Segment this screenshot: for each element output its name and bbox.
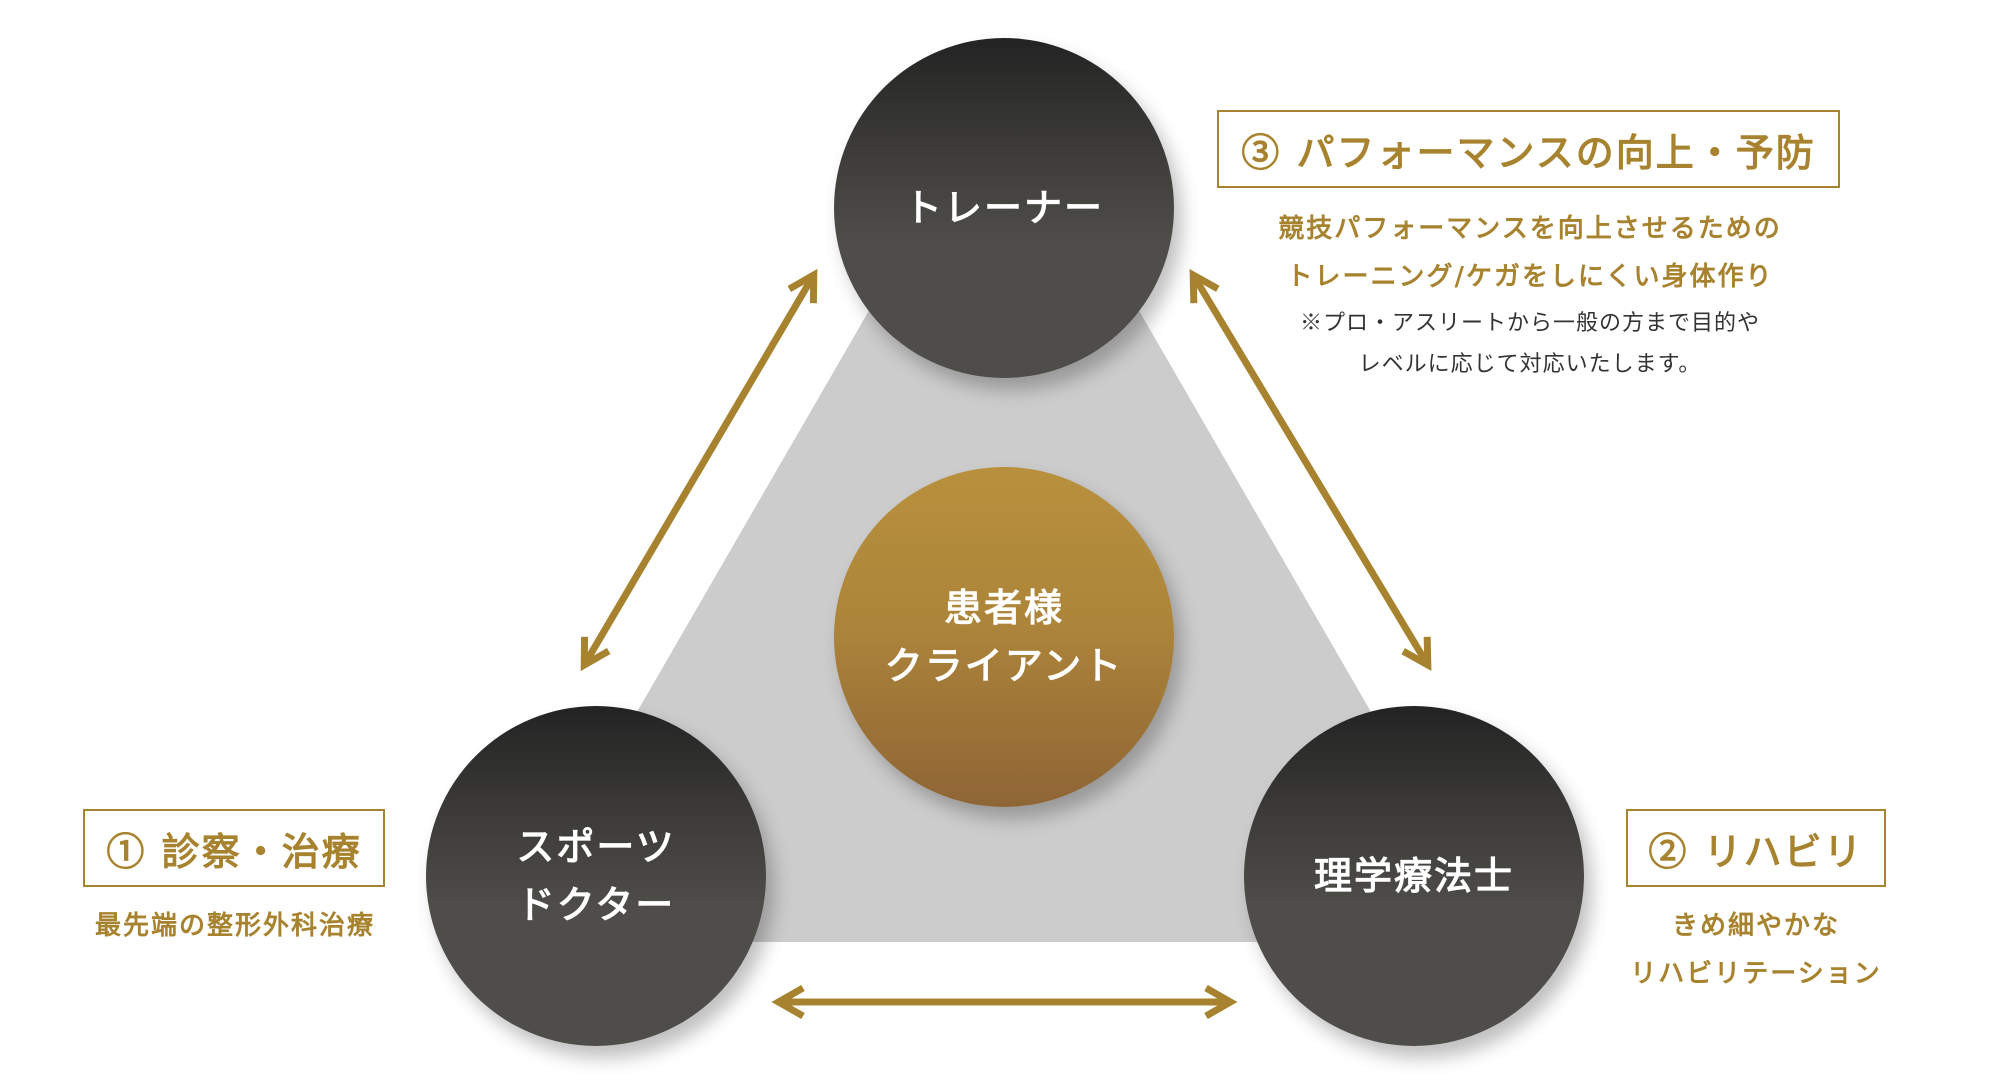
section-2-line-1: きめ細やかな: [1671, 911, 1841, 941]
section-2-line-2: リハビリテーション: [1630, 959, 1882, 989]
node-client-label-2: クライアント: [884, 643, 1124, 688]
section-2-title-box: ② リハビリ: [1626, 809, 1886, 887]
node-trainer: トレーナー: [834, 38, 1174, 378]
node-therapist: 理学療法士: [1244, 706, 1584, 1046]
section-1-title: ① 診察・治療: [106, 828, 362, 874]
node-doctor-label-2: ドクター: [516, 882, 676, 927]
node-sports-doctor: スポーツ ドクター: [426, 706, 766, 1046]
arrow-trainer-therapist: [1189, 268, 1432, 672]
node-therapist-label: 理学療法士: [1313, 853, 1514, 898]
section-3-title: ③ パフォーマンスの向上・予防: [1241, 129, 1816, 175]
section-1-line-1: 最先端の整形外科治療: [94, 911, 376, 941]
section-1-title-box: ① 診察・治療: [83, 809, 385, 887]
node-trainer-label: トレーナー: [903, 185, 1104, 230]
section-3-note-1: ※プロ・アスリートから一般の方まで目的や: [1299, 311, 1761, 336]
section-3-note-2: レベルに応じて対応いたします。: [1358, 352, 1702, 377]
section-3-line-1: 競技パフォーマンスを向上させるための: [1278, 214, 1782, 244]
section-3-title-box: ③ パフォーマンスの向上・予防: [1217, 110, 1840, 188]
section-3-line-2: トレーニング/ケガをしにくい身体作り: [1286, 262, 1774, 292]
node-client: 患者様 クライアント: [834, 467, 1174, 807]
node-client-label-1: 患者様: [943, 585, 1064, 630]
section-2-title: ② リハビリ: [1648, 828, 1864, 874]
node-doctor-label-1: スポーツ: [516, 824, 676, 869]
arrow-doctor-trainer: [580, 268, 818, 672]
